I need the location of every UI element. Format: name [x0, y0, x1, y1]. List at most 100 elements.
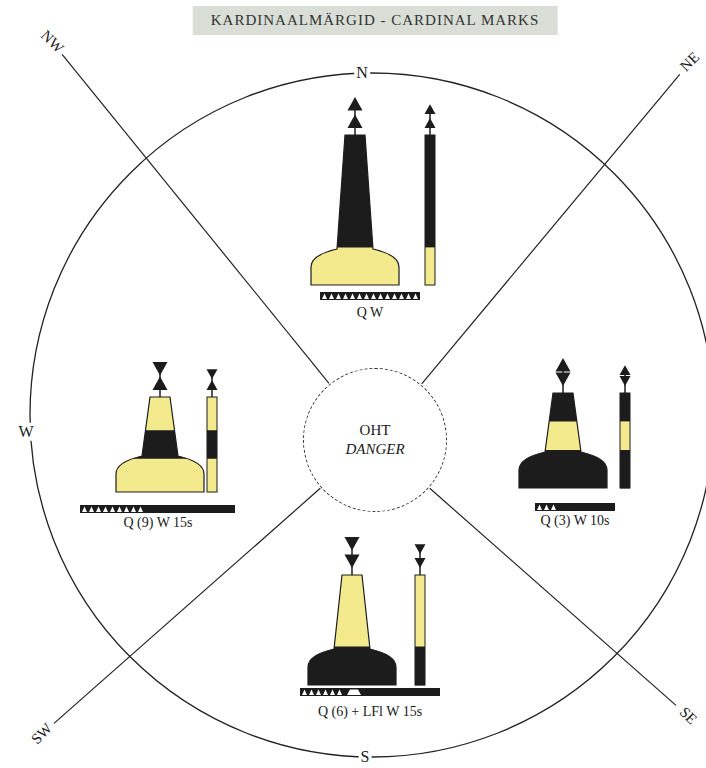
pillar-band: [306, 647, 398, 686]
light-flash: [124, 507, 129, 513]
pillar-buoy: [519, 393, 607, 488]
light-character: Q (9) W 15s: [123, 515, 192, 531]
light-flash: [103, 507, 108, 513]
spar-band: [207, 459, 217, 493]
spar-band: [415, 575, 425, 647]
pillar-band: [114, 459, 206, 493]
pillar-band: [517, 422, 609, 451]
bearing-line: [422, 74, 680, 384]
light-flash: [131, 507, 136, 513]
light-flash: [337, 690, 342, 696]
spar-band: [620, 450, 630, 488]
compass-point: S: [359, 748, 372, 766]
light-character: Q (3) W 10s: [540, 513, 609, 529]
light-flash: [350, 294, 355, 300]
compass-point: NW: [36, 26, 69, 59]
light-flash: [302, 690, 307, 696]
pillar-band: [306, 575, 398, 647]
pillar-buoy: [116, 397, 204, 492]
pillar-band: [114, 397, 206, 431]
light-flash: [117, 507, 122, 513]
topmark-cone: [153, 377, 168, 391]
spar-band: [425, 248, 435, 286]
topmark-cone: [348, 97, 363, 111]
light-rhythm-bar: [535, 503, 615, 511]
light-flash: [364, 294, 369, 300]
topmark-cone: [345, 537, 360, 551]
light-flash: [343, 294, 348, 300]
spar-buoy: [415, 575, 425, 685]
topmark-cone: [556, 358, 571, 372]
cardinal-buoy: [80, 362, 235, 513]
spar-band: [207, 430, 217, 459]
spar-buoy: [620, 393, 630, 488]
light-character: Q W: [357, 305, 384, 321]
spar-band: [620, 422, 630, 451]
cardinal-buoy: [309, 97, 436, 300]
bearing-line: [62, 54, 329, 383]
topmark-cone: [348, 115, 363, 129]
light-flash: [413, 294, 418, 300]
danger-zone: OHTDANGER: [303, 368, 447, 512]
compass-point: SE: [674, 702, 701, 729]
light-flash: [392, 294, 397, 300]
compass-point: W: [16, 423, 35, 441]
zone-label: OHT: [360, 421, 391, 441]
light-flash: [551, 505, 556, 511]
topmark-cone: [620, 376, 631, 386]
spar-buoy: [207, 397, 217, 492]
topmark-cone: [345, 555, 360, 569]
pillar-band: [517, 450, 609, 489]
light-rhythm-bar: [320, 292, 420, 300]
compass-point: NE: [675, 47, 704, 76]
spar-band: [207, 397, 217, 431]
light-flash: [357, 294, 362, 300]
light-flash: [385, 294, 390, 300]
pillar-band: [517, 393, 609, 422]
compass-circle: [30, 73, 706, 757]
light-flash: [330, 690, 335, 696]
bearing-line: [54, 488, 320, 723]
long-flash: [347, 690, 361, 696]
topmark-cone: [425, 118, 436, 128]
light-rhythm-bar: [80, 505, 235, 513]
light-flash: [323, 690, 328, 696]
light-flash: [138, 507, 143, 513]
light-flash: [329, 294, 334, 300]
light-flash: [378, 294, 383, 300]
topmark-cone: [153, 362, 168, 376]
pillar-band: [114, 430, 206, 459]
light-rhythm-bar: [300, 688, 440, 696]
light-flash: [537, 505, 542, 511]
cardinal-buoy: [517, 358, 631, 511]
title-band: KARDINAALMÄRGID - CARDINAL MARKS: [193, 6, 558, 35]
bearing-line: [430, 488, 676, 705]
spar-buoy: [425, 135, 435, 285]
compass-point: SW: [27, 719, 58, 750]
pillar-band: [309, 135, 401, 248]
light-flash: [96, 507, 101, 513]
light-flash: [544, 505, 549, 511]
spar-band: [620, 393, 630, 422]
light-flash: [89, 507, 94, 513]
topmark-cone: [207, 369, 218, 379]
pillar-buoy: [308, 575, 396, 685]
topmark-cone: [425, 104, 436, 114]
zone-label: DANGER: [345, 440, 404, 460]
topmark-cone: [620, 365, 631, 375]
light-flash: [399, 294, 404, 300]
light-flash: [309, 690, 314, 696]
light-flash: [336, 294, 341, 300]
pillar-buoy: [311, 135, 399, 285]
compass-point: N: [354, 64, 370, 82]
light-flash: [406, 294, 411, 300]
light-character: Q (6) + LFl W 15s: [318, 704, 422, 720]
light-flash: [322, 294, 327, 300]
spar-band: [425, 135, 435, 248]
topmark-cone: [415, 558, 426, 568]
topmark-cone: [556, 373, 571, 387]
topmark-cone: [415, 544, 426, 554]
spar-band: [415, 647, 425, 686]
